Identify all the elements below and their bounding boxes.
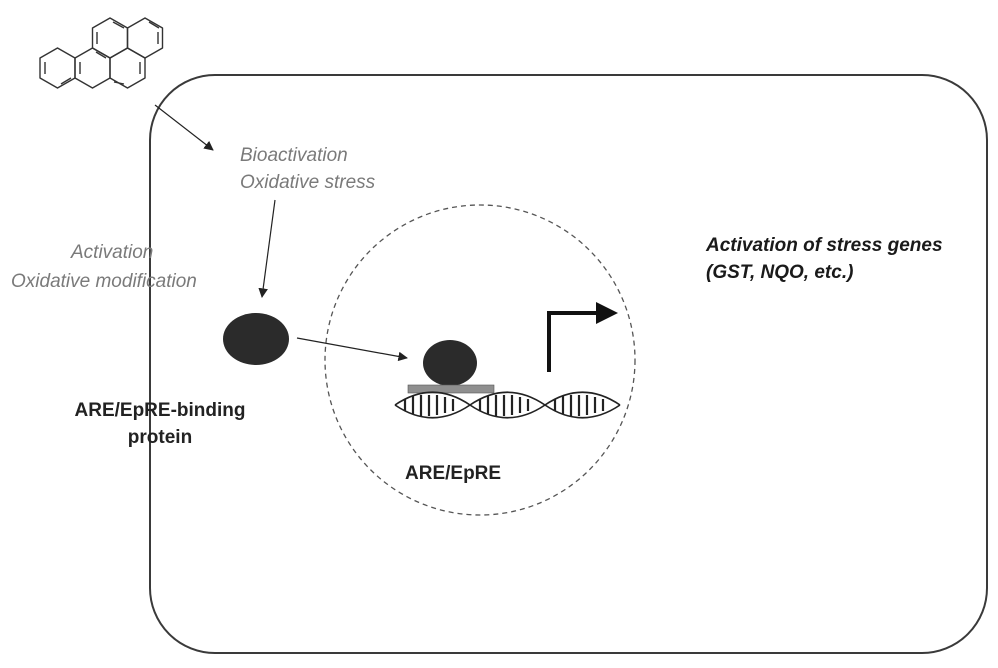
binding-protein-line2: protein xyxy=(127,426,193,448)
binding-protein-cytoplasm xyxy=(223,313,289,365)
oxidative-modification-label: Oxidative modification xyxy=(11,271,197,292)
element-label: ARE/EpRE xyxy=(405,463,502,484)
molecule-icon xyxy=(39,17,164,89)
cell-membrane xyxy=(149,74,988,654)
oxidative-stress-label: Oxidative stress xyxy=(240,172,376,193)
binding-protein-line1: ARE/EpRE-binding xyxy=(74,400,246,421)
binding-protein-label: ARE/EpRE-binding protein xyxy=(50,400,270,450)
stress-genes-label: Activation of stress genes (GST, NQO, et… xyxy=(706,235,943,285)
stress-genes-line1: Activation of stress genes xyxy=(706,235,943,256)
stress-genes-line2: (GST, NQO, etc.) xyxy=(706,261,854,283)
nucleus-boundary xyxy=(324,204,636,516)
binding-element-bar xyxy=(407,384,495,394)
activation-label: Activation xyxy=(71,242,154,263)
binding-protein-nucleus xyxy=(423,340,477,386)
transcription-start-icon xyxy=(547,302,618,372)
activation-arrow xyxy=(258,199,276,298)
bioactivation-arrow xyxy=(154,104,214,151)
dna-icon xyxy=(394,391,621,419)
bioactivation-label: Bioactivation xyxy=(240,145,348,166)
translocation-arrow xyxy=(296,337,408,362)
